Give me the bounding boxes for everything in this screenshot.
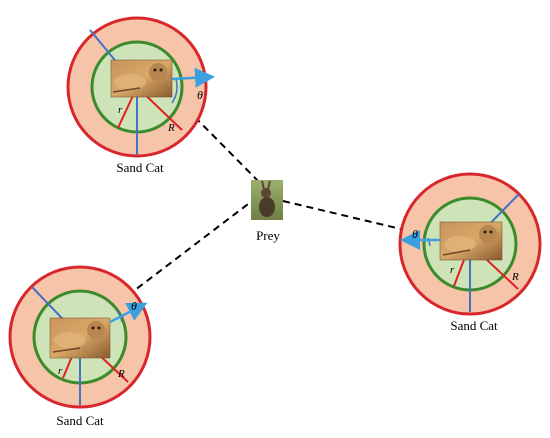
sand-cat-label: Sand Cat bbox=[56, 413, 104, 428]
r-label: r bbox=[450, 264, 455, 276]
R-label: R bbox=[511, 271, 519, 283]
theta-label: θ bbox=[131, 299, 137, 313]
R-label: R bbox=[117, 368, 125, 380]
sand-cat-label: Sand Cat bbox=[450, 318, 498, 333]
prey-label: Prey bbox=[256, 228, 280, 243]
dashed-line-top-left-to-prey bbox=[177, 99, 268, 191]
sand-cat-label: Sand Cat bbox=[116, 160, 164, 175]
theta-label: θ bbox=[412, 227, 418, 241]
r-label: r bbox=[58, 365, 63, 377]
theta-arc bbox=[427, 237, 431, 247]
prey: Prey bbox=[251, 180, 283, 243]
sand-cat-bottom-left: θ r R Sand Cat bbox=[8, 265, 152, 428]
prey-photo bbox=[251, 180, 283, 220]
theta-label: θ bbox=[197, 88, 203, 102]
cat-photo bbox=[439, 221, 503, 261]
R-label: R bbox=[167, 122, 175, 134]
theta-arc bbox=[171, 78, 178, 104]
sand-cat-right: θ r R Sand Cat bbox=[398, 172, 542, 333]
cat-photo bbox=[49, 317, 111, 359]
sand-cat-top-left: θ r R Sand Cat bbox=[66, 16, 215, 175]
cat-photo bbox=[110, 59, 173, 98]
dashed-line-bottom-left-to-prey bbox=[117, 197, 257, 304]
direction-arrow bbox=[109, 302, 148, 324]
direction-arrow bbox=[171, 67, 215, 88]
r-label: r bbox=[118, 104, 123, 116]
